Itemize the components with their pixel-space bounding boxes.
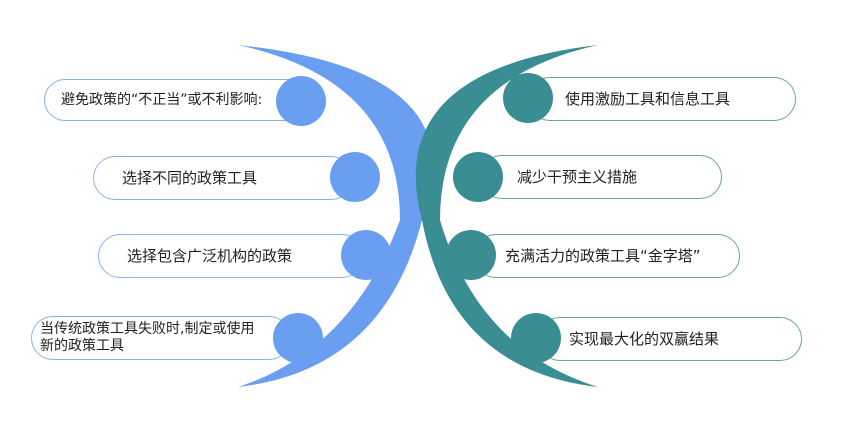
left-item-4-dot [273, 313, 323, 363]
right-item-2-label: 减少干预主义措施 [517, 167, 638, 186]
right-item-3-label: 充满活力的政策工具“金字塔” [505, 246, 701, 265]
right-item-1-dot [503, 73, 553, 123]
left-item-1-label: 避免政策的“不正当”或不利影响: [61, 91, 263, 108]
left-crescent [238, 45, 434, 387]
left-item-3: 选择包含广泛机构的政策 [98, 234, 364, 278]
left-item-2-dot [330, 152, 380, 202]
left-item-4-label: 当传统政策工具失败时,制定或使用新的政策工具 [40, 321, 255, 354]
left-item-4: 当传统政策工具失败时,制定或使用新的政策工具 [31, 316, 291, 360]
right-item-4: 实现最大化的双赢结果 [538, 317, 802, 361]
right-item-4-dot [511, 313, 561, 363]
right-crescent [415, 45, 598, 387]
right-item-2: 减少干预主义措施 [480, 155, 722, 199]
right-item-3: 充满活力的政策工具“金字塔” [474, 234, 740, 278]
right-item-2-dot [453, 152, 503, 202]
right-item-1-label: 使用激励工具和信息工具 [565, 89, 731, 108]
left-item-1: 避免政策的“不正当”或不利影响: [44, 79, 310, 121]
right-item-1: 使用激励工具和信息工具 [528, 77, 796, 121]
left-item-3-label: 选择包含广泛机构的政策 [127, 246, 293, 265]
left-item-2: 选择不同的政策工具 [93, 156, 353, 200]
left-item-2-label: 选择不同的政策工具 [122, 168, 258, 187]
left-item-3-dot [341, 230, 391, 280]
right-item-4-label: 实现最大化的双赢结果 [569, 329, 720, 348]
left-item-1-dot [276, 76, 326, 126]
right-item-3-dot [446, 230, 496, 280]
